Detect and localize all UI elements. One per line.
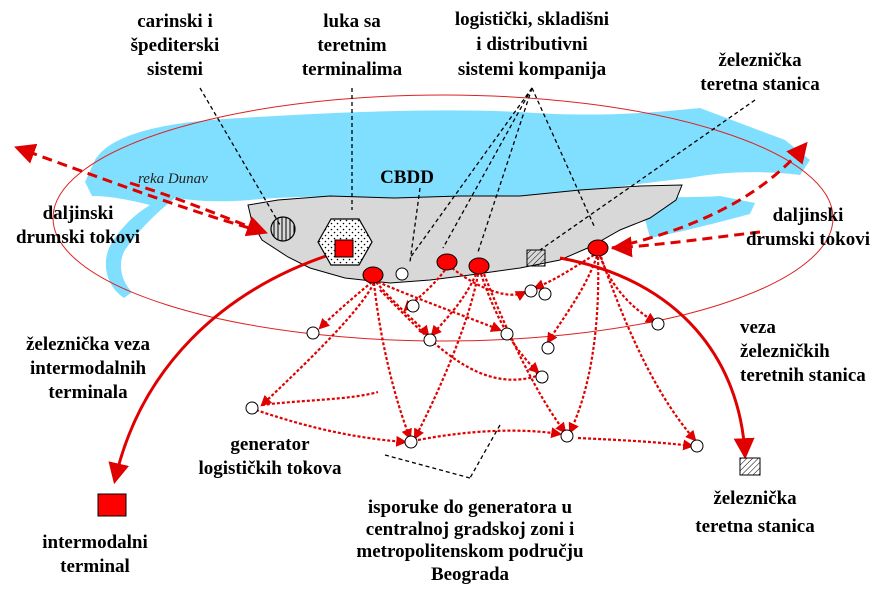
rail-station-icon bbox=[526, 249, 546, 267]
generator-node bbox=[404, 435, 418, 449]
svg-text:isporuke do generatora u: isporuke do generatora u bbox=[368, 497, 573, 518]
port-terminal-icon bbox=[334, 239, 354, 258]
svg-text:železnička: železnička bbox=[713, 488, 797, 509]
label-generator: generator logističkih tokova bbox=[198, 434, 342, 479]
generator-node bbox=[406, 299, 420, 313]
svg-text:logističkih tokova: logističkih tokova bbox=[198, 458, 342, 479]
generator-node bbox=[538, 287, 552, 301]
metropolitan-boundary bbox=[52, 94, 834, 342]
logistics-hub bbox=[468, 257, 490, 275]
generator-node bbox=[500, 327, 514, 341]
svg-text:Beograda: Beograda bbox=[431, 564, 510, 585]
long-road-flows bbox=[14, 141, 808, 258]
label-long-road-left: daljinski drumski tokovi bbox=[16, 203, 140, 248]
svg-text:luka sa: luka sa bbox=[323, 11, 381, 32]
svg-text:logistički, skladišni: logistički, skladišni bbox=[455, 9, 609, 30]
generator-node bbox=[306, 326, 320, 340]
generator-node bbox=[651, 317, 665, 331]
svg-text:terminal: terminal bbox=[60, 556, 130, 577]
svg-text:železnička veza: železnička veza bbox=[26, 334, 150, 355]
generator-node bbox=[560, 429, 574, 443]
generator-node bbox=[535, 370, 549, 384]
label-customs: carinski i špediterski sistemi bbox=[131, 11, 220, 80]
svg-text:drumski tokovi: drumski tokovi bbox=[746, 229, 870, 250]
generator-node bbox=[395, 267, 409, 281]
generators bbox=[245, 267, 704, 453]
svg-text:intermodalnih: intermodalnih bbox=[30, 358, 147, 379]
svg-text:sistemi kompanija: sistemi kompanija bbox=[458, 59, 607, 80]
generator-node bbox=[541, 341, 555, 355]
logistics-hubs bbox=[362, 239, 609, 284]
label-river: reka Dunav bbox=[138, 171, 208, 187]
intermodal-terminal-icon bbox=[97, 493, 127, 517]
generator-node bbox=[690, 439, 704, 453]
svg-text:centralnoj gradskoj zoni i: centralnoj gradskoj zoni i bbox=[366, 519, 574, 540]
svg-text:daljinski: daljinski bbox=[43, 203, 114, 224]
svg-text:železnička: železnička bbox=[718, 50, 802, 71]
generator-node bbox=[245, 401, 259, 415]
label-cbdd: CBDD bbox=[380, 167, 434, 188]
label-rail-link-intermodal: železnička veza intermodalnih terminala bbox=[26, 334, 150, 403]
svg-text:teretna stanica: teretna stanica bbox=[695, 516, 815, 537]
leader-lines bbox=[199, 87, 756, 479]
generator-node bbox=[423, 333, 437, 347]
generator-node bbox=[524, 284, 538, 298]
svg-text:drumski tokovi: drumski tokovi bbox=[16, 227, 140, 248]
delivery-flows bbox=[255, 254, 697, 451]
svg-text:metropolitenskom području: metropolitenskom području bbox=[356, 541, 584, 562]
svg-text:teretnih stanica: teretnih stanica bbox=[740, 365, 866, 386]
svg-text:i distributivni: i distributivni bbox=[476, 34, 587, 55]
svg-text:carinski i: carinski i bbox=[137, 11, 212, 32]
svg-text:teretnim: teretnim bbox=[317, 35, 386, 56]
label-rail-link-stations: veza železničkih teretnih stanica bbox=[740, 317, 866, 386]
label-logistics: logistički, skladišni i distributivni si… bbox=[455, 9, 609, 80]
svg-text:daljinski: daljinski bbox=[773, 205, 844, 226]
rail-station-bottom-icon bbox=[739, 457, 761, 476]
svg-text:terminalima: terminalima bbox=[302, 59, 403, 80]
label-rail-station-top: železnička teretna stanica bbox=[700, 50, 820, 95]
svg-text:veza: veza bbox=[740, 317, 776, 338]
rail-links bbox=[108, 251, 755, 485]
svg-text:špediterski: špediterski bbox=[131, 35, 220, 56]
label-deliveries: isporuke do generatora u centralnoj grad… bbox=[356, 497, 584, 585]
logistics-hub bbox=[587, 239, 609, 257]
customs-system-icon bbox=[270, 216, 296, 242]
label-port: luka sa teretnim terminalima bbox=[302, 11, 403, 80]
logistics-hub bbox=[436, 253, 458, 271]
label-rail-station-bottom: železnička teretna stanica bbox=[695, 488, 815, 537]
svg-text:generator: generator bbox=[230, 434, 310, 455]
label-intermodal-terminal: intermodalni terminal bbox=[42, 532, 148, 577]
svg-text:sistemi: sistemi bbox=[147, 59, 203, 80]
svg-text:intermodalni: intermodalni bbox=[42, 532, 148, 553]
svg-text:železničkih: železničkih bbox=[740, 341, 830, 362]
label-long-road-right: daljinski drumski tokovi bbox=[746, 205, 870, 250]
cbdd-zone bbox=[247, 184, 683, 284]
logistics-hub bbox=[362, 266, 384, 284]
svg-text:teretna stanica: teretna stanica bbox=[700, 74, 820, 95]
svg-text:terminala: terminala bbox=[48, 382, 128, 403]
